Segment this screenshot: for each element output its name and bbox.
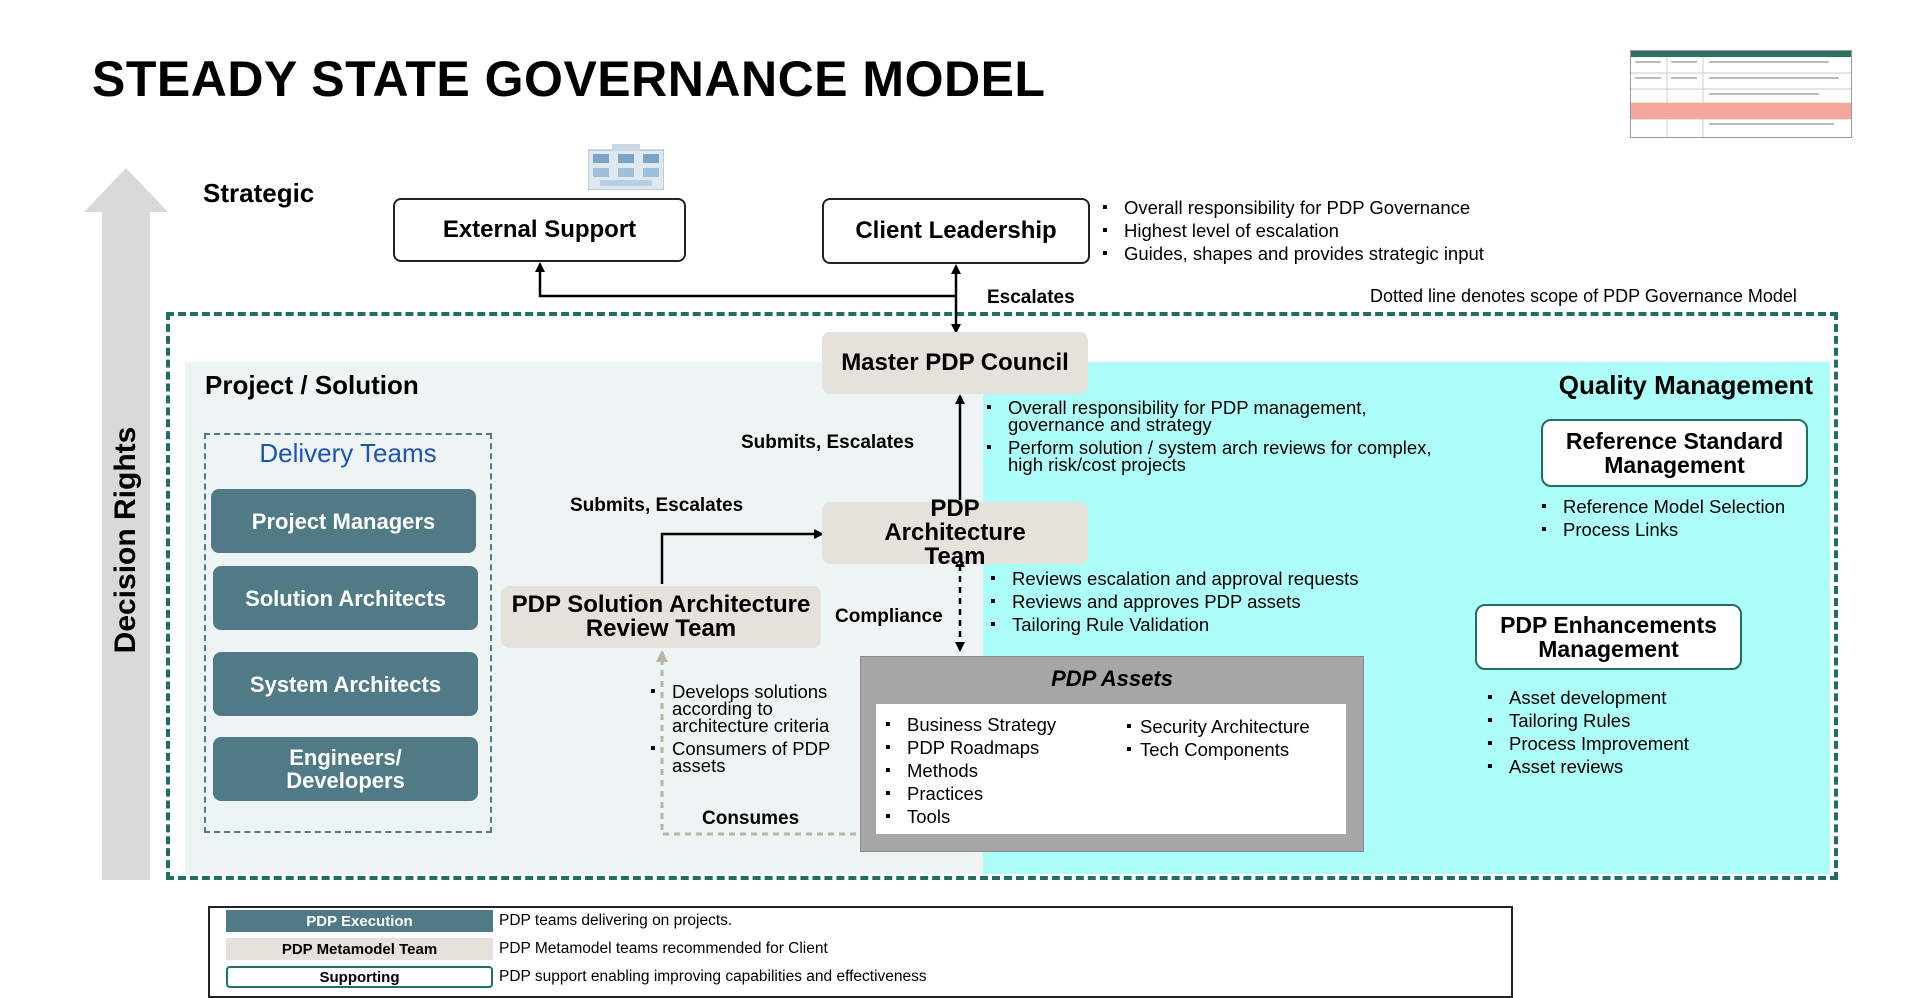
- consumes-label: Consumes: [702, 808, 800, 829]
- legend-row-execution: PDP Execution PDP teams delivering on pr…: [226, 910, 732, 932]
- project-solution-heading: Project / Solution: [205, 370, 419, 400]
- decision-rights-arrow: [84, 168, 168, 880]
- org-chart-icon: [587, 144, 665, 191]
- legend-desc: PDP support enabling improving capabilit…: [499, 968, 927, 985]
- asset-item: Security Architecture: [1126, 715, 1310, 738]
- pdp-assets-right-list: Security Architecture Tech Components: [1126, 715, 1310, 761]
- pdp-assets-left-list: Business Strategy PDP Roadmaps Methods P…: [885, 713, 1056, 828]
- legend-row-supporting: Supporting PDP support enabling improvin…: [226, 966, 927, 988]
- team-solution-architects: Solution Architects: [213, 566, 478, 630]
- bullet: Develops solutions according to architec…: [650, 682, 850, 735]
- quality-management-heading: Quality Management: [1558, 370, 1813, 400]
- bullet: Highest level of escalation: [1102, 219, 1484, 242]
- page-title: STEADY STATE GOVERNANCE MODEL: [92, 51, 1046, 107]
- team-engineers-developers: Engineers/ Developers: [213, 737, 478, 801]
- architecture-team-bullets: Reviews escalation and approval requests…: [990, 567, 1359, 636]
- legend-row-metamodel: PDP Metamodel Team PDP Metamodel teams r…: [226, 938, 828, 960]
- client-leadership-bullets: Overall responsibility for PDP Governanc…: [1102, 196, 1484, 265]
- asset-item: Tech Components: [1126, 738, 1310, 761]
- solution-review-team-box: PDP Solution Architecture Review Team: [501, 586, 821, 648]
- legend: PDP Execution PDP teams delivering on pr…: [208, 906, 1513, 998]
- bullet: Overall responsibility for PDP Governanc…: [1102, 196, 1484, 219]
- delivery-teams-heading: Delivery Teams: [259, 438, 437, 468]
- legend-swatch-metamodel: PDP Metamodel Team: [226, 938, 493, 960]
- asset-item: Methods: [885, 759, 1056, 782]
- asset-item: PDP Roadmaps: [885, 736, 1056, 759]
- bullet: Reference Model Selection: [1541, 495, 1785, 518]
- bullet: Reviews and approves PDP assets: [990, 590, 1359, 613]
- bullet: Process Links: [1541, 518, 1785, 541]
- master-council-bullets: Overall responsibility for PDP managemen…: [986, 398, 1456, 479]
- bullet: Tailoring Rule Validation: [990, 613, 1359, 636]
- compliance-label: Compliance: [835, 606, 943, 627]
- pdp-assets-heading: PDP Assets: [1051, 666, 1173, 691]
- team-project-managers: Project Managers: [211, 489, 476, 553]
- strategic-label: Strategic: [203, 178, 315, 208]
- legend-swatch-supporting: Supporting: [226, 966, 493, 988]
- pdp-architecture-team-box: PDP Architecture Team: [822, 497, 1088, 569]
- asset-item: Tools: [885, 805, 1056, 828]
- bullet: Process Improvement: [1487, 732, 1689, 755]
- bullet: Guides, shapes and provides strategic in…: [1102, 242, 1484, 265]
- bullet: Asset development: [1487, 686, 1689, 709]
- escalates-label: Escalates: [987, 287, 1075, 308]
- bullet: Asset reviews: [1487, 755, 1689, 778]
- bullet: Perform solution / system arch reviews f…: [986, 438, 1456, 474]
- pdp-enhancements-box: PDP Enhancements Management: [1475, 604, 1742, 670]
- asset-item: Business Strategy: [885, 713, 1056, 736]
- governance-scope-border: [166, 312, 1838, 880]
- bullet: Consumers of PDP assets: [650, 739, 850, 775]
- thumbnail-table-image: [1630, 50, 1852, 138]
- client-leadership-box: Client Leadership: [822, 198, 1090, 264]
- reference-standard-bullets: Reference Model Selection Process Links: [1541, 495, 1785, 541]
- bullet: Tailoring Rules: [1487, 709, 1689, 732]
- legend-desc: PDP Metamodel teams recommended for Clie…: [499, 940, 828, 957]
- legend-desc: PDP teams delivering on projects.: [499, 912, 733, 929]
- submits-escalates-lower-label: Submits, Escalates: [570, 495, 744, 516]
- team-system-architects: System Architects: [213, 652, 478, 716]
- bullet: Overall responsibility for PDP managemen…: [986, 398, 1456, 434]
- asset-item: Practices: [885, 782, 1056, 805]
- submits-escalates-upper-label: Submits, Escalates: [741, 432, 915, 453]
- solution-review-bullets: Develops solutions according to architec…: [650, 682, 850, 780]
- master-pdp-council-box: Master PDP Council: [822, 332, 1088, 394]
- legend-swatch-execution: PDP Execution: [226, 910, 493, 932]
- enhancements-bullets: Asset development Tailoring Rules Proces…: [1487, 686, 1689, 778]
- scope-note: Dotted line denotes scope of PDP Governa…: [1370, 286, 1797, 306]
- bullet: Reviews escalation and approval requests: [990, 567, 1359, 590]
- delivery-teams-container: [204, 433, 492, 833]
- external-support-box: External Support: [393, 198, 686, 262]
- reference-standard-box: Reference Standard Management: [1541, 419, 1808, 487]
